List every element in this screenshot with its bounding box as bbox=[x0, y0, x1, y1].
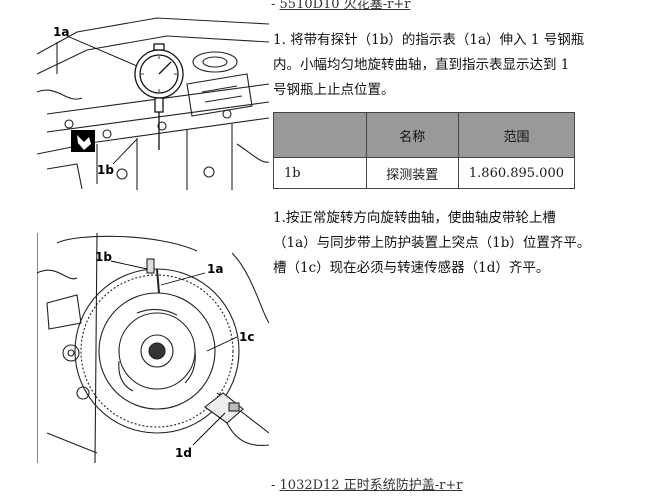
header-reference: - 5510D10 火花塞-r+r bbox=[271, 0, 410, 12]
spec-table: 名称 范围 1b 探测装置 1.860.895.000 bbox=[273, 112, 576, 189]
wrench-icon bbox=[71, 130, 95, 152]
table-row: 1b 探测装置 1.860.895.000 bbox=[273, 157, 576, 189]
spec-header-code bbox=[273, 112, 367, 158]
header-ref-link[interactable]: 5510D10 火花塞-r+r bbox=[279, 0, 411, 12]
figure-crankshaft-pulley: 1b 1a 1c 1d bbox=[37, 233, 269, 463]
figure1-label-1b: 1b bbox=[97, 163, 114, 177]
spec-table-header-row: 名称 范围 bbox=[273, 112, 576, 158]
figure2-label-1c: 1c bbox=[239, 330, 254, 344]
step1-text: 1. 将带有探针（1b）的指示表（1a）伸入 1 号钢瓶内。小幅均匀地旋转曲轴，… bbox=[273, 32, 585, 98]
figure-dial-indicator: 1a 1b bbox=[37, 14, 269, 192]
figure2-label-1d: 1d bbox=[175, 446, 192, 460]
spec-header-name: 名称 bbox=[365, 112, 459, 158]
spec-cell-name: 探测装置 bbox=[365, 157, 459, 189]
figure2-label-1a: 1a bbox=[207, 262, 223, 276]
spec-header-range: 范围 bbox=[457, 112, 576, 158]
spec-cell-code: 1b bbox=[273, 157, 367, 189]
step2-text: 1.按正常旋转方向旋转曲轴，使曲轴皮带轮上槽（1a）与同步带上防护装置上突点（1… bbox=[273, 210, 591, 276]
spec-cell-range: 1.860.895.000 bbox=[457, 157, 576, 189]
footer-ref-prefix: - bbox=[271, 478, 280, 493]
footer-reference: - 1032D12 正时系统防护盖-r+r bbox=[271, 474, 462, 493]
figure2-label-1b: 1b bbox=[95, 250, 112, 264]
footer-ref-link[interactable]: 1032D12 正时系统防护盖-r+r bbox=[279, 478, 463, 493]
figure1-label-1a: 1a bbox=[53, 25, 69, 39]
header-ref-prefix: - bbox=[271, 0, 280, 12]
